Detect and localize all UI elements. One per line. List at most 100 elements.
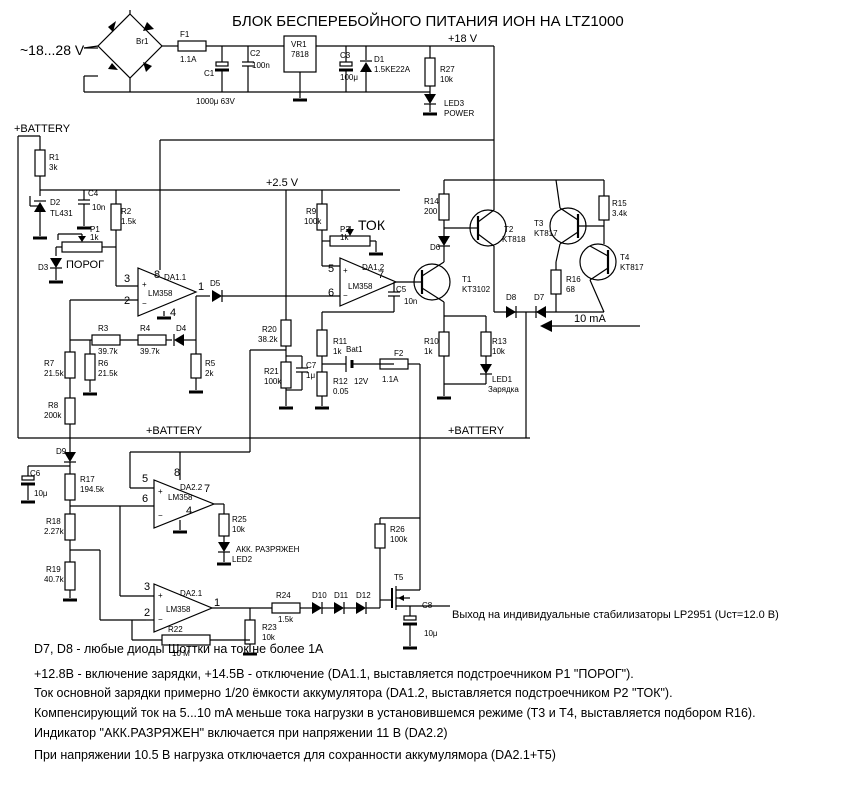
svg-text:R15: R15 — [612, 199, 627, 208]
svg-text:100k: 100k — [264, 377, 282, 386]
svg-text:1000μ 63V: 1000μ 63V — [196, 97, 236, 106]
svg-text:7: 7 — [378, 269, 384, 281]
output-label: Выход на индивидуальные стабилизаторы LP… — [452, 609, 779, 621]
svg-text:1k: 1k — [90, 233, 99, 242]
power-label: POWER — [444, 109, 474, 118]
note-line-4: Компенсирующий ток на 5...10 mA меньше т… — [34, 706, 756, 720]
svg-text:R21: R21 — [264, 367, 279, 376]
svg-text:−: − — [142, 299, 147, 308]
svg-text:+: + — [158, 591, 163, 600]
svg-text:Br1: Br1 — [136, 37, 149, 46]
capacitor-c3: C3 100μ — [339, 46, 358, 92]
svg-text:P2: P2 — [340, 225, 350, 234]
svg-text:R25: R25 — [232, 515, 247, 524]
svg-text:1k: 1k — [424, 347, 433, 356]
svg-text:4: 4 — [186, 505, 192, 517]
svg-text:LED1: LED1 — [492, 375, 513, 384]
svg-text:2: 2 — [144, 607, 150, 619]
svg-text:T4: T4 — [620, 253, 630, 262]
current-10ma-label: 10 mA — [574, 313, 606, 325]
svg-text:10k: 10k — [232, 525, 246, 534]
svg-text:2k: 2k — [205, 369, 214, 378]
svg-text:10n: 10n — [404, 297, 417, 306]
svg-text:D3: D3 — [38, 263, 49, 272]
svg-text:D8: D8 — [506, 293, 517, 302]
svg-text:C1: C1 — [204, 69, 215, 78]
output-driver-chain: R24 1.5k D10 D11 D12 — [271, 591, 380, 624]
svg-text:200: 200 — [424, 207, 438, 216]
svg-text:R6: R6 — [98, 359, 109, 368]
svg-text:1.1A: 1.1A — [382, 375, 399, 384]
svg-text:R18: R18 — [46, 517, 61, 526]
svg-text:+: + — [343, 266, 348, 275]
svg-text:LED2: LED2 — [232, 555, 253, 564]
svg-text:1: 1 — [214, 597, 220, 609]
divider-section: D9 C6 10μ R17 194.5k R18 2.27k R19 40.7k — [19, 447, 146, 621]
input-voltage-label: ~18...28 V — [20, 42, 85, 58]
svg-text:R26: R26 — [390, 525, 405, 534]
svg-text:D11: D11 — [334, 591, 349, 600]
svg-text:8: 8 — [174, 467, 180, 479]
svg-text:F2: F2 — [394, 349, 404, 358]
zaryadka-label: Зарядка — [488, 385, 519, 394]
svg-text:100n: 100n — [252, 61, 270, 70]
svg-text:38.2k: 38.2k — [258, 335, 279, 344]
svg-text:R4: R4 — [140, 324, 151, 333]
svg-text:R13: R13 — [492, 337, 507, 346]
opamp-da1-1: LM358 DA1.1 8 3 2 1 4 + − — [70, 267, 210, 320]
svg-text:7818: 7818 — [291, 50, 309, 59]
svg-text:LED3: LED3 — [444, 99, 465, 108]
diode-d5: D5 — [210, 279, 340, 302]
svg-text:1.5k: 1.5k — [278, 615, 294, 624]
svg-text:DA2.2: DA2.2 — [180, 483, 203, 492]
tok-label: ТОК — [358, 217, 386, 233]
svg-text:D5: D5 — [210, 279, 221, 288]
svg-text:1.5k: 1.5k — [121, 217, 137, 226]
svg-text:3.4k: 3.4k — [612, 209, 628, 218]
capacitor-c1: C1 1000μ 63V — [196, 46, 236, 106]
svg-text:2: 2 — [124, 295, 130, 307]
svg-text:1k: 1k — [340, 233, 349, 242]
svg-text:R22: R22 — [168, 625, 183, 634]
svg-text:+: + — [142, 280, 147, 289]
note-line-2: +12.8В - включение зарядки, +14.5В - отк… — [34, 667, 634, 681]
svg-text:KT817: KT817 — [534, 229, 558, 238]
svg-text:0.05: 0.05 — [333, 387, 349, 396]
svg-text:R8: R8 — [48, 401, 59, 410]
svg-text:R16: R16 — [566, 275, 581, 284]
svg-text:C3: C3 — [340, 51, 351, 60]
svg-text:Bat1: Bat1 — [346, 345, 363, 354]
diagram-title: БЛОК БЕСПЕРЕБОЙНОГО ПИТАНИЯ ИОН НА LTZ10… — [232, 12, 624, 30]
svg-text:21.5k: 21.5k — [44, 369, 65, 378]
svg-text:R9: R9 — [306, 207, 317, 216]
svg-text:R14: R14 — [424, 197, 439, 206]
svg-text:R2: R2 — [121, 207, 132, 216]
resistor-r27-led3: R27 10k LED3 POWER — [421, 46, 474, 118]
svg-text:10n: 10n — [92, 203, 105, 212]
svg-text:194.5k: 194.5k — [80, 485, 105, 494]
svg-text:6: 6 — [142, 493, 148, 505]
opamp-da2-2: LM358 DA2.2 8 5 6 7 4 + − R25 10k АКК. Р… — [120, 451, 300, 566]
svg-text:LM358: LM358 — [348, 282, 373, 291]
power-input-section: ~18...28 V Br1 F1 1.1A C1 1000μ — [20, 10, 494, 118]
transistor-section: R14 200 D6 T2 KT818 T1 KT3102 R10 1k — [413, 179, 644, 438]
svg-text:39.7k: 39.7k — [140, 347, 161, 356]
svg-text:100k: 100k — [304, 217, 322, 226]
svg-text:R1: R1 — [49, 153, 60, 162]
svg-text:C5: C5 — [396, 285, 407, 294]
svg-text:21.5k: 21.5k — [98, 369, 119, 378]
svg-text:10k: 10k — [492, 347, 506, 356]
svg-text:10 M: 10 M — [172, 649, 190, 658]
svg-text:KT817: KT817 — [620, 263, 644, 272]
svg-text:D6: D6 — [430, 243, 441, 252]
svg-text:T2: T2 — [504, 225, 514, 234]
resistor-r1 — [34, 149, 46, 177]
svg-text:R27: R27 — [440, 65, 455, 74]
svg-text:KT3102: KT3102 — [462, 285, 491, 294]
svg-text:R3: R3 — [98, 324, 109, 333]
hysteresis-network: R3 39.7k R4 39.7k D4 R5 2k R6 21.5k R7 2… — [44, 300, 216, 452]
capacitor-c2: C2 100n — [242, 46, 270, 92]
svg-text:LM358: LM358 — [168, 493, 193, 502]
svg-text:D4: D4 — [176, 324, 187, 333]
